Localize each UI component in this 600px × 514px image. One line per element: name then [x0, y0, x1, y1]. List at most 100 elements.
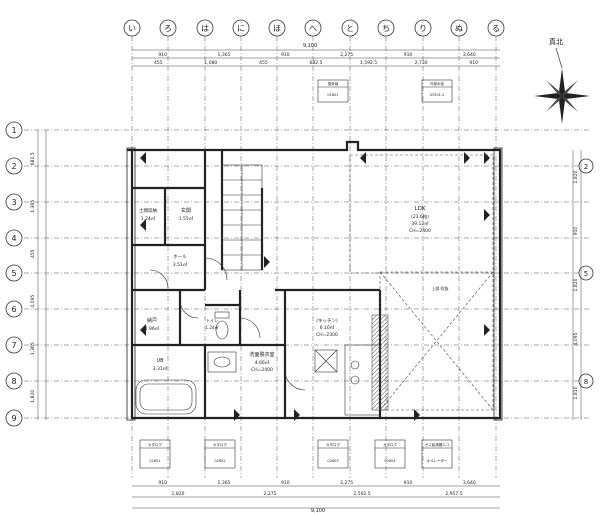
room-washroom-name: 洗面脱衣室: [249, 351, 274, 358]
dimension-value: 910: [404, 480, 413, 486]
dimension-value: 910: [573, 227, 579, 236]
room-entrance-area: 1.55㎡: [179, 215, 194, 222]
col-axis-label: と: [346, 24, 354, 33]
row-axis-bubble: [5, 372, 23, 390]
col-axis-bubble: [304, 19, 322, 37]
bottom-box-title: カタログ: [213, 442, 227, 447]
bottom-box: [204, 439, 236, 469]
washbasin: [207, 351, 237, 373]
col-axis-bubble: [123, 19, 141, 37]
col-axis-bubble: [341, 19, 359, 37]
room-hall-area: 3.51㎡: [173, 261, 188, 268]
dimension-value: 1,820: [573, 170, 579, 183]
ldk-void-note: 上部 吹抜: [431, 285, 448, 291]
row-axis-label: 3: [11, 198, 16, 207]
bottom-box-sub: 02603: [327, 459, 338, 463]
left-dimension-lines: [37, 130, 47, 420]
dimension-value: 1,365: [218, 480, 231, 486]
bathtub: [135, 379, 197, 415]
dimension-value: 682.5: [310, 60, 323, 66]
room-ldk-name: LDK: [415, 206, 426, 212]
dimension-value: 2,957.5: [445, 491, 462, 497]
col-axis-bubble: [377, 19, 395, 37]
dimension-value: 3,640: [463, 52, 476, 58]
row-axis-bubble: [5, 121, 23, 139]
room-ldk-ch: CH=2400: [409, 228, 431, 234]
dimension-value: 1,820: [30, 390, 36, 403]
row-axis-bubble-right: [578, 158, 594, 174]
row-axis-bubble-right: [578, 373, 594, 389]
room-labels: LDK (23.6帖) 39.12㎡ CH=2400 玄関 1.55㎡ 土間収納…: [139, 206, 449, 373]
bottom-overall-dim: 9,100: [311, 508, 325, 514]
row-axes-right: 258: [578, 158, 594, 389]
row-axis-bubble: [5, 300, 23, 318]
ldk-upper-void: [349, 154, 494, 411]
col-axis-bubble: [487, 19, 505, 37]
dimension-value: 4,095: [573, 332, 579, 345]
top-overall-dim: 9,100: [303, 43, 317, 49]
row-axis-bubble: [5, 409, 23, 427]
column-axes: いろはにほへとちりぬる: [123, 19, 505, 37]
dimension-value: 2,502.5: [353, 491, 370, 497]
bottom-box-title: ガス給湯器エコ: [425, 442, 450, 447]
col-axis-bubble: [268, 19, 286, 37]
row-axis-bubble-right: [578, 265, 594, 281]
bottom-box: [139, 439, 171, 469]
top-annotation-boxes: 換気扇 01601 外部水栓 03301-2: [317, 79, 453, 103]
dimension-value: 1,365: [30, 200, 36, 213]
dimension-value: 1,365: [218, 52, 231, 58]
room-ub-name: UB: [156, 358, 164, 364]
bottom-box-sub: 02602: [214, 459, 225, 463]
col-axis-bubble: [196, 19, 214, 37]
row-axis-label-right: 5: [584, 270, 588, 278]
dimension-value: 1,365: [30, 342, 36, 355]
col-axis-label: ち: [382, 24, 390, 33]
bottom-box-title: カタログ: [326, 442, 340, 447]
row-axis-bubble: [5, 229, 23, 247]
row-axis-label: 9: [11, 414, 16, 423]
dimension-value: 910: [158, 52, 167, 58]
bottom-box-title: カタログ: [148, 442, 162, 447]
top-box-2-sub: 03301-2: [430, 93, 445, 97]
room-storage-name: 土間収納: [139, 207, 157, 214]
bottom-box-sub: オペレーター: [427, 458, 448, 463]
row-axis-label: 4: [11, 234, 16, 243]
toilet: [214, 311, 230, 340]
room-ub-area: 3.31㎡: [153, 365, 168, 372]
right-dimension-lines: [572, 150, 582, 420]
room-hall-name: ホール: [173, 254, 187, 260]
row-axis-label: 2: [11, 162, 16, 171]
kitchen-counter: [314, 314, 389, 416]
col-axis-label: い: [128, 24, 136, 33]
bottom-box-sub: 02604: [384, 459, 396, 463]
room-toilet-name: トイレ: [206, 318, 218, 323]
room-washroom-area: 4.66㎡: [255, 359, 270, 366]
room-ldk-area2: 39.12㎡: [411, 220, 429, 227]
row-axis-bubble: [5, 157, 23, 175]
dimension-value: 910: [158, 480, 167, 486]
col-axis-label: ほ: [273, 24, 281, 33]
top-box-1-sub: 01601: [327, 93, 338, 97]
dimension-value: 682.5: [30, 152, 36, 165]
room-ldk-area: (23.6帖): [411, 213, 429, 220]
row-axis-bubble: [5, 193, 23, 211]
col-axis-bubble: [450, 19, 468, 37]
room-entrance-name: 玄関: [181, 207, 191, 214]
room-closet-name: 納戸: [147, 317, 157, 324]
row-axis-label-right: 2: [584, 163, 588, 171]
room-washroom-ch: CH=2400: [251, 367, 273, 373]
col-axis-label: は: [201, 24, 209, 33]
col-axis-label: り: [419, 24, 427, 33]
door-swings: [149, 257, 306, 391]
row-axis-bubble: [5, 264, 23, 282]
stairs: [221, 164, 263, 271]
room-kitchen-area: 6.10㎡: [320, 324, 335, 331]
top-box-1-title: 換気扇: [328, 81, 339, 86]
bottom-annotation-boxes: カタログ02601カタログ02602カタログ02603カタログ02604ガス給湯…: [139, 439, 453, 469]
room-toilet-area: 1.24㎡: [206, 324, 219, 330]
